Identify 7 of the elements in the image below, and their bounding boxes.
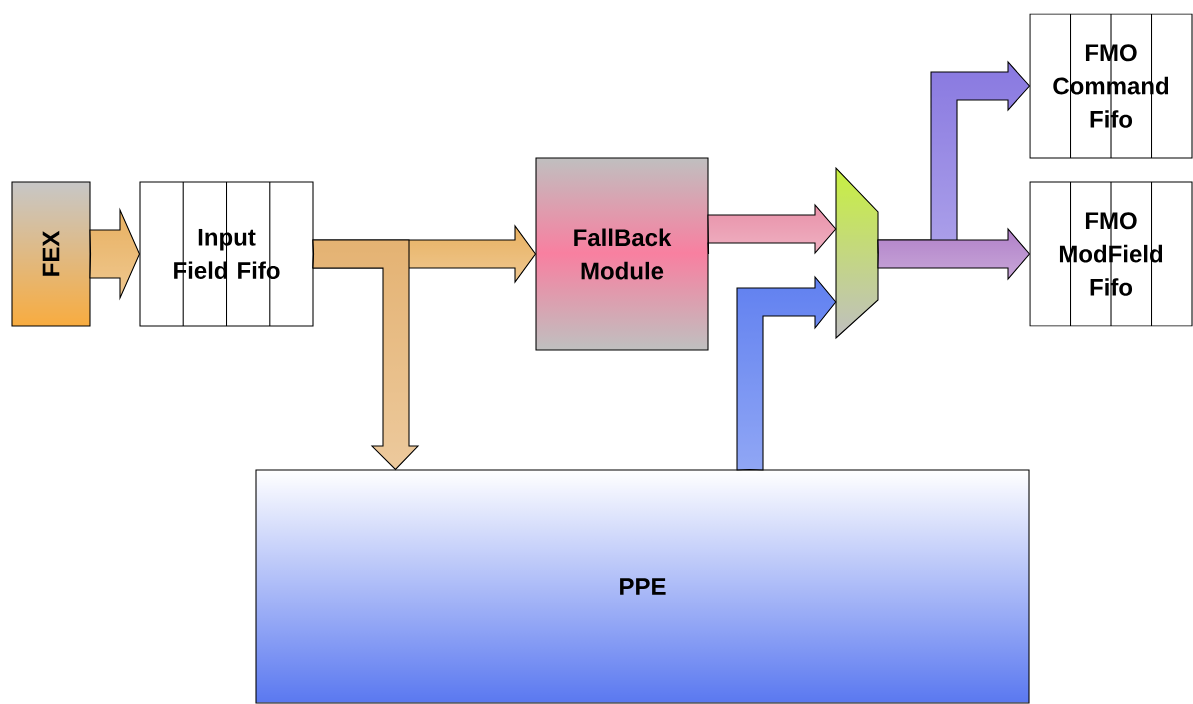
block-arrow: [707, 203, 837, 255]
processor-box: PPE: [255, 469, 1030, 704]
block-arrow: [736, 275, 837, 471]
block-arrow: [877, 227, 1031, 281]
module-box: FallBack Module: [535, 157, 709, 351]
block-arrow: [89, 207, 141, 301]
block-arrow: [312, 239, 420, 471]
